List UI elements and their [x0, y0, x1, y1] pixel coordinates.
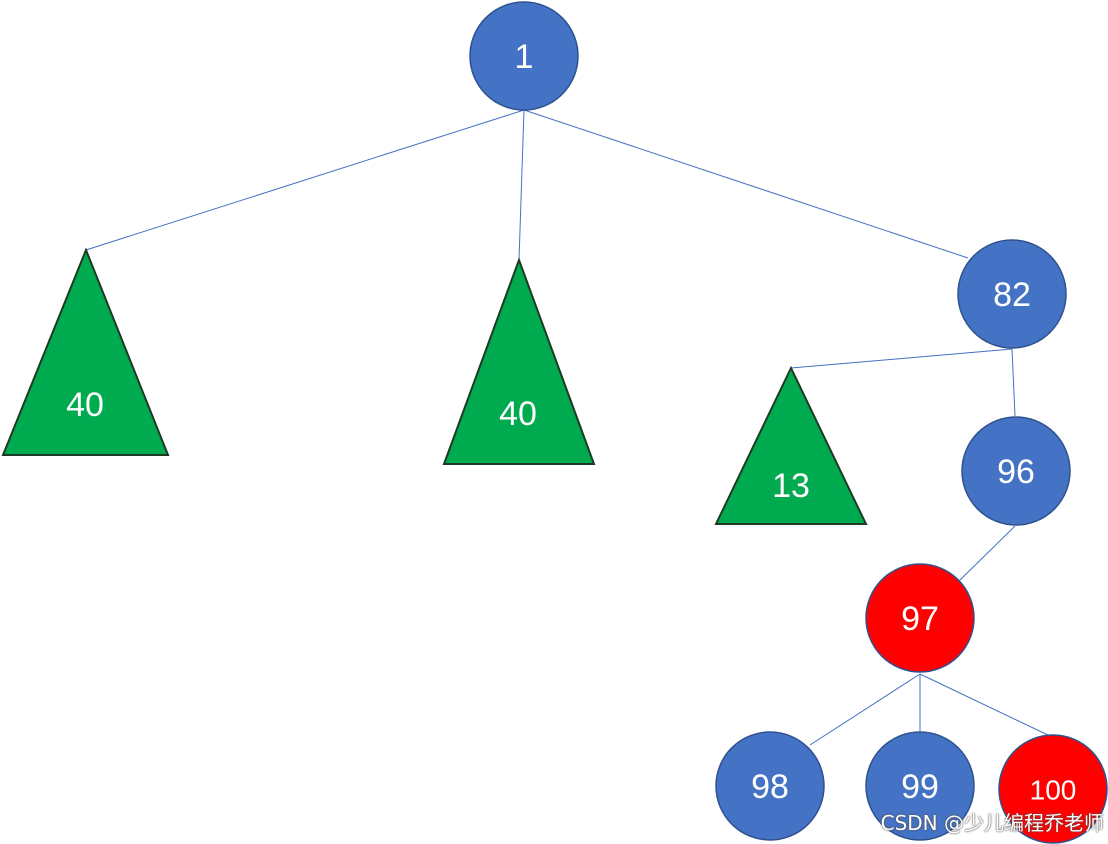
node-100-circle [998, 734, 1108, 844]
tree-edges [85, 109, 1051, 746]
node-96-circle [961, 416, 1071, 526]
node-99: 99 [865, 731, 975, 841]
node-97-circle [865, 563, 975, 673]
node-100-label: 100 [1030, 775, 1077, 806]
node-100: 100 [998, 734, 1108, 844]
node-97-label: 97 [901, 600, 939, 638]
subtree-13-label: 13 [772, 467, 810, 505]
node-97: 97 [865, 563, 975, 673]
node-98-label: 98 [751, 768, 789, 806]
subtree-middle-label: 40 [499, 395, 537, 433]
edge-96-to-node-97 [957, 525, 1016, 583]
node-82-circle [957, 239, 1067, 349]
edge-97-to-node-98 [809, 673, 921, 746]
subtree-13-triangle [714, 365, 868, 525]
node-99-label: 99 [901, 768, 939, 806]
edge-root-to-middle-subtree [518, 109, 525, 261]
node-root-circle [469, 1, 579, 111]
edge-root-to-node-82 [523, 109, 969, 259]
node-98: 98 [715, 731, 825, 841]
edge-82-to-node-96 [1011, 348, 1016, 417]
edge-root-to-left-subtree [85, 109, 525, 251]
watermark-text: CSDN @少儿编程乔老师 [880, 811, 1104, 835]
subtree-13: 13 [714, 365, 868, 525]
node-96: 96 [961, 416, 1071, 526]
subtree-left-label: 40 [66, 386, 104, 424]
node-98-circle [715, 731, 825, 841]
edge-82-to-subtree-13 [790, 348, 1013, 369]
node-99-circle [865, 731, 975, 841]
node-96-label: 96 [997, 453, 1035, 491]
node-root: 1 [469, 1, 579, 111]
node-82-label: 82 [993, 276, 1031, 314]
subtree-middle-triangle [442, 257, 596, 465]
edge-97-to-node-100 [919, 673, 1051, 737]
subtree-left: 40 [1, 247, 170, 456]
subtree-middle: 40 [442, 257, 596, 465]
subtree-left-triangle [1, 247, 170, 456]
node-root-label: 1 [515, 38, 534, 76]
node-82: 82 [957, 239, 1067, 349]
